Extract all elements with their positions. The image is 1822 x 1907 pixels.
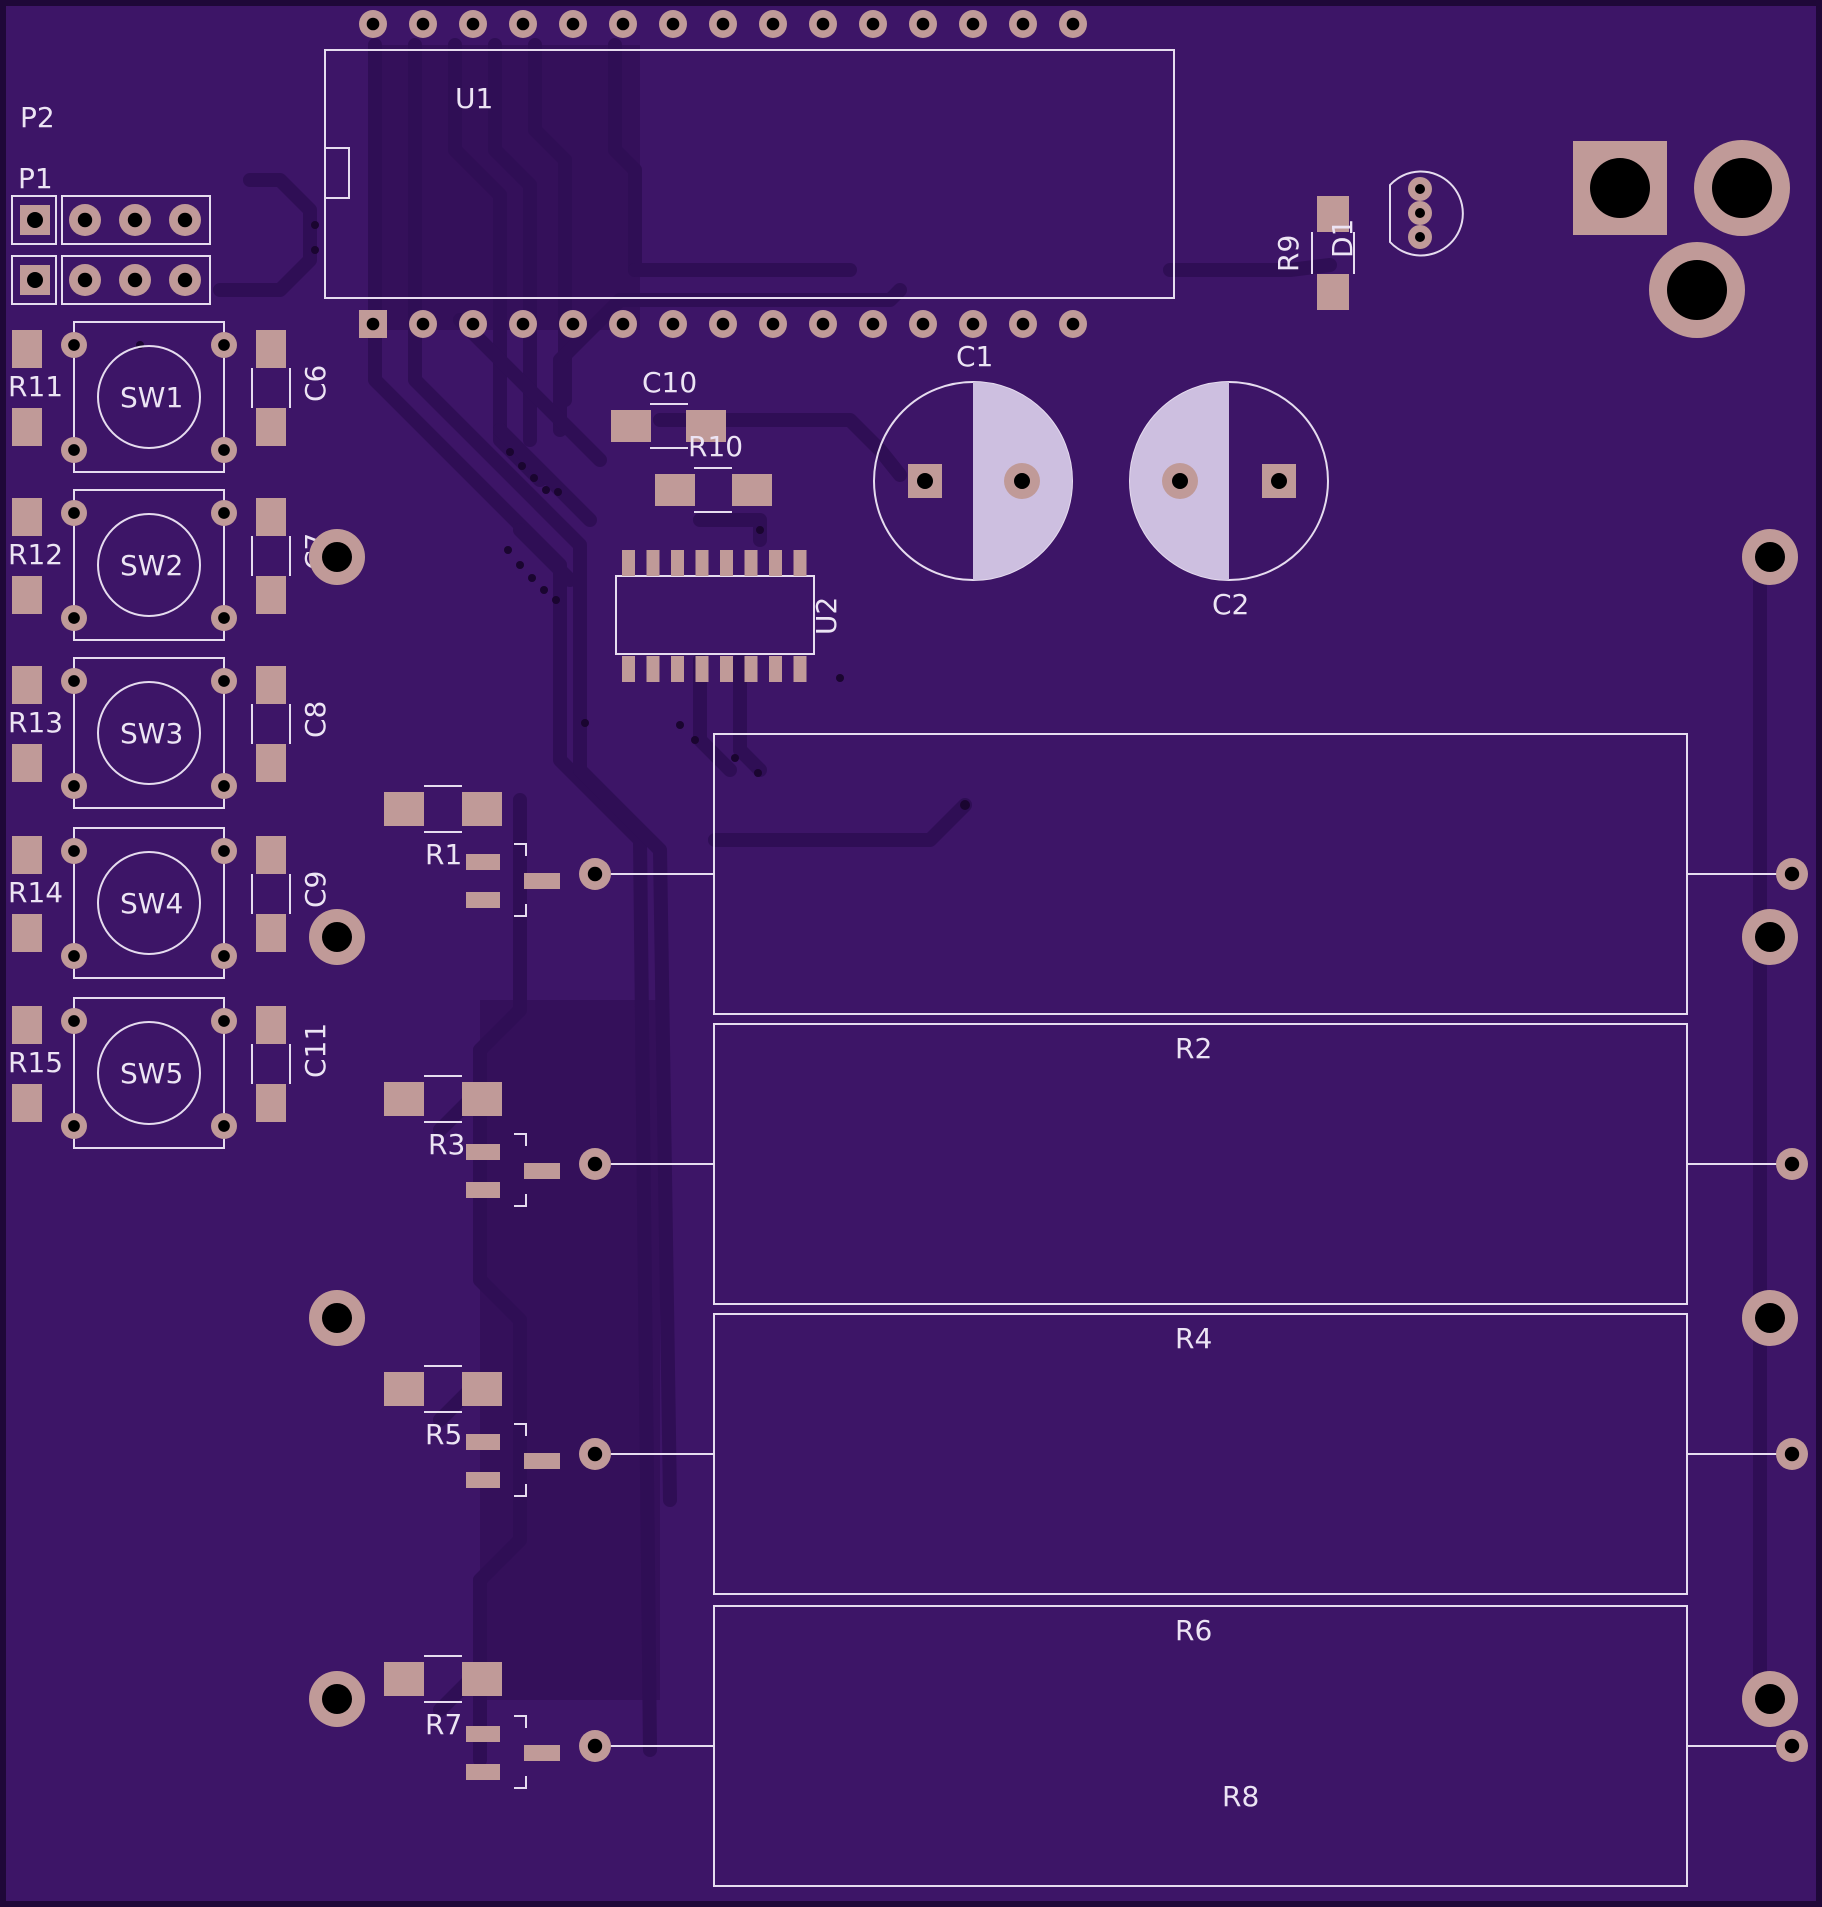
p1-label: P1: [18, 162, 53, 195]
capacitor-label: C6: [299, 365, 332, 402]
vias: [136, 221, 970, 810]
p1-p2-headers: P2 P1: [11, 101, 211, 305]
gate-resistor-and-transistor: R7: [384, 1655, 560, 1789]
switch-row: R11 SW1 C6: [8, 321, 332, 473]
gate-resistor-label: R5: [425, 1418, 462, 1451]
tactile-switch: [73, 657, 225, 809]
gate-resistor-label: R3: [428, 1128, 465, 1161]
switch-column: R11SW1C6R12SW2C7R13SW3C8R14SW4C9R15SW5C1…: [8, 321, 332, 1149]
resistor-label: R13: [8, 706, 63, 739]
gate-resistor-and-transistor: R3: [384, 1075, 560, 1207]
gate-resistor-label: R1: [425, 838, 462, 871]
c10-label: C10: [642, 366, 697, 399]
power-resistor-label: R6: [1175, 1614, 1212, 1647]
switch-row: R15 SW5 C11: [8, 997, 332, 1149]
switch-label: SW2: [120, 549, 183, 582]
power-resistor-label: R2: [1175, 1032, 1212, 1065]
switch-row: R12SW2C7: [8, 489, 332, 641]
gate-resistor-label: R7: [425, 1708, 462, 1741]
c1-capacitor: C1: [873, 340, 1073, 581]
u1-label: U1: [455, 82, 493, 115]
r9-d1: R9 D1: [1272, 170, 1464, 310]
tactile-switch: [73, 827, 225, 979]
tactile-switch: [73, 489, 225, 641]
switch-row: R13 SW3 C8: [8, 657, 332, 809]
gate-resistor-and-transistor: R5: [384, 1365, 560, 1497]
u1-footprint: U1: [324, 10, 1175, 338]
capacitor-label: C11: [299, 1023, 332, 1078]
resistor-label: R14: [8, 876, 63, 909]
tactile-switch: [73, 321, 225, 473]
switch-label: SW3: [120, 717, 183, 750]
u1-bottom-pins: [359, 310, 1087, 338]
u2-area: C10 R10 U2: [611, 366, 843, 682]
power-resistor: R4: [579, 1313, 1808, 1595]
power-resistor-label: R8: [1222, 1780, 1259, 1813]
capacitor-label: C9: [299, 871, 332, 908]
c2-label: C2: [1212, 588, 1249, 621]
r9-label: R9: [1272, 235, 1305, 272]
switch-label: SW5: [120, 1057, 183, 1090]
resistor-label: R15: [8, 1046, 63, 1079]
capacitor-label: C8: [299, 701, 332, 738]
switch-row: R14 SW4 C9: [8, 827, 332, 979]
switch-label: SW4: [120, 887, 183, 920]
power-resistor-label: R4: [1175, 1322, 1212, 1355]
d1-label: D1: [1326, 219, 1359, 258]
switch-label: SW1: [120, 381, 183, 414]
p2-label: P2: [20, 101, 55, 134]
c2-capacitor: C2: [1129, 381, 1329, 621]
mounting-holes: [309, 529, 1798, 1727]
traces: [213, 38, 1767, 1767]
power-resistor: R2: [579, 1023, 1808, 1305]
c1-label: C1: [956, 340, 993, 373]
power-resistor: [579, 733, 1808, 1015]
power-resistor: R6: [579, 1605, 1808, 1887]
gate-resistor-and-transistor: R1: [384, 785, 560, 917]
r10-label: R10: [688, 430, 743, 463]
power-jack: [1573, 140, 1790, 338]
u1-top-pins: [359, 10, 1087, 38]
u2-label: U2: [810, 597, 843, 635]
resistor-label: R12: [8, 538, 63, 571]
tactile-switch: [73, 997, 225, 1149]
resistor-label: R11: [8, 370, 63, 403]
